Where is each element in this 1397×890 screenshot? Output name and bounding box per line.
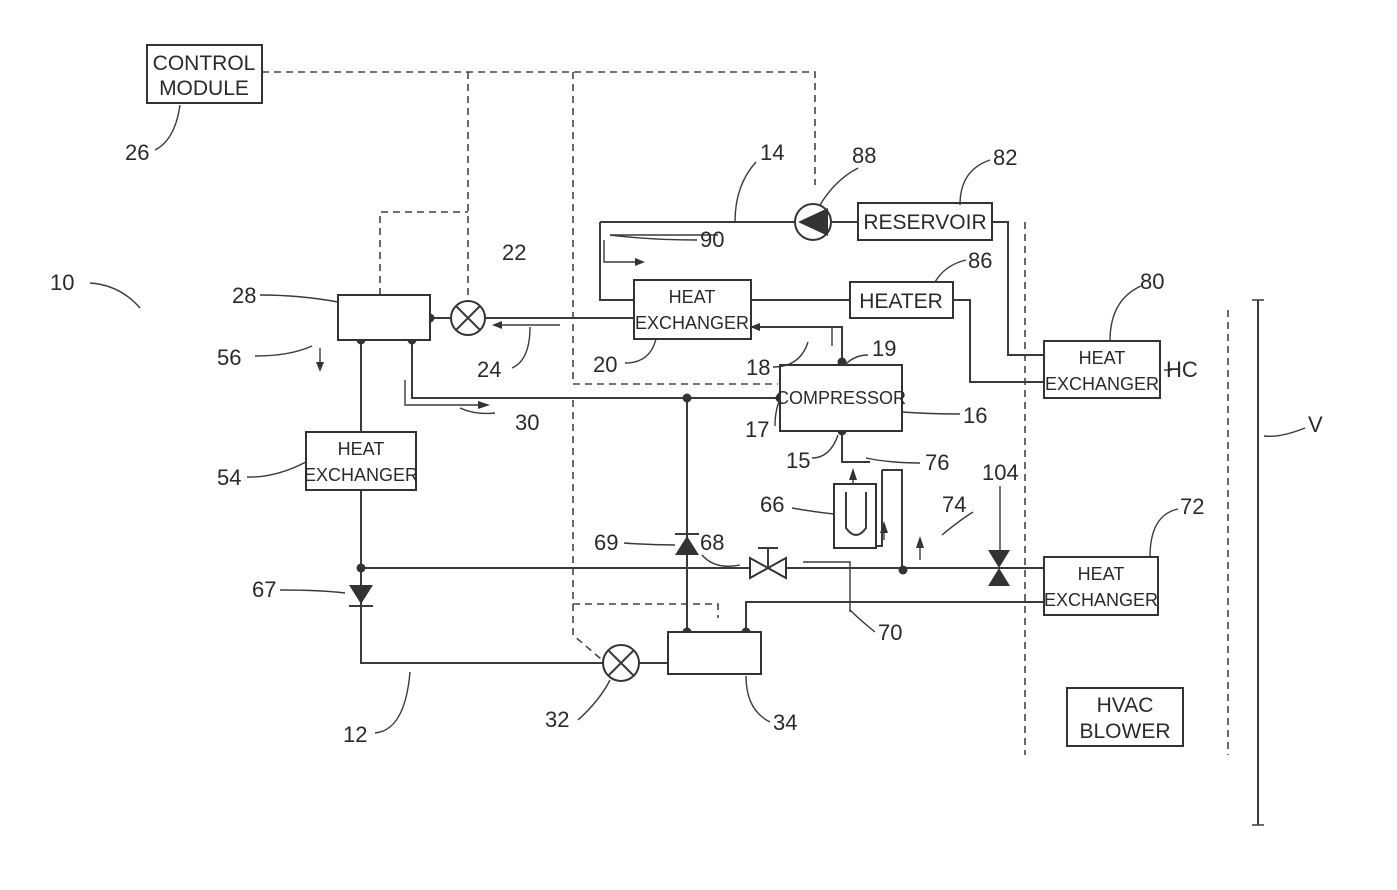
ref-82: 82 — [993, 145, 1017, 170]
hx80-line2: EXCHANGER — [1045, 374, 1159, 394]
hx54-line2: EXCHANGER — [304, 465, 418, 485]
flow-lines — [360, 221, 1044, 664]
expansion-valve-32 — [602, 644, 640, 682]
ref-68: 68 — [700, 530, 724, 555]
hvac-blower-line2: BLOWER — [1079, 720, 1170, 743]
hx80-line1: HEAT — [1079, 348, 1126, 368]
hvac-blower-box: HVAC BLOWER — [1066, 687, 1184, 747]
ref-15: 15 — [786, 448, 810, 473]
ref-19: 19 — [872, 336, 896, 361]
ref-32: 32 — [545, 707, 569, 732]
hx72-line2: EXCHANGER — [1044, 590, 1158, 610]
ref-16: 16 — [963, 403, 987, 428]
ref-hc: HC — [1166, 357, 1198, 382]
vehicle-bracket — [1252, 299, 1264, 826]
flow-arrows — [316, 234, 924, 560]
heater-label: HEATER — [859, 290, 943, 313]
expansion-valve-22 — [450, 300, 486, 336]
ref-70: 70 — [878, 620, 902, 645]
heat-exchanger-80: HEAT EXCHANGER — [1043, 340, 1161, 399]
hx20-line2: EXCHANGER — [635, 313, 749, 333]
ref-88: 88 — [852, 143, 876, 168]
ref-90: 90 — [700, 227, 724, 252]
ref-v: V — [1308, 412, 1323, 437]
compressor-box: COMPRESSOR — [776, 364, 906, 432]
ref-54: 54 — [217, 465, 241, 490]
ref-17: 17 — [745, 417, 769, 442]
ref-80: 80 — [1140, 269, 1164, 294]
leader-lines — [89, 104, 1306, 734]
ref-66: 66 — [760, 492, 784, 517]
ref-26: 26 — [125, 140, 149, 165]
pump-88 — [794, 203, 832, 241]
hx72-line1: HEAT — [1078, 564, 1125, 584]
check-valve-67 — [349, 585, 373, 607]
ref-56: 56 — [217, 345, 241, 370]
accumulator-66 — [833, 483, 877, 549]
heat-exchanger-54: HEAT EXCHANGER — [304, 431, 418, 491]
heat-exchanger-20: HEAT EXCHANGER — [633, 279, 752, 340]
ref-14: 14 — [760, 140, 784, 165]
control-lines — [262, 71, 1229, 755]
shutoff-valve-68 — [749, 547, 787, 580]
ref-74: 74 — [942, 492, 966, 517]
ref-67: 67 — [252, 577, 276, 602]
hvac-blower-line1: HVAC — [1097, 694, 1154, 717]
check-valve-69 — [675, 533, 699, 555]
reference-numerals: 26 10 28 56 22 24 30 14 88 82 90 86 80 1… — [50, 140, 1323, 747]
reservoir-label: RESERVOIR — [863, 211, 986, 234]
compressor-label: COMPRESSOR — [776, 388, 906, 408]
hx54-line1: HEAT — [338, 439, 385, 459]
ref-12: 12 — [343, 722, 367, 747]
ref-69: 69 — [594, 530, 618, 555]
ref-76: 76 — [925, 450, 949, 475]
ref-20: 20 — [593, 352, 617, 377]
accumulator-34 — [667, 631, 762, 675]
control-module-line2: MODULE — [159, 77, 249, 100]
ref-22: 22 — [502, 240, 526, 265]
control-module-line1: CONTROL — [153, 52, 256, 75]
ref-86: 86 — [968, 248, 992, 273]
heater-box: HEATER — [849, 281, 954, 319]
hx20-line1: HEAT — [669, 287, 716, 307]
box-28 — [337, 294, 431, 341]
reservoir-box: RESERVOIR — [857, 202, 993, 241]
ref-72: 72 — [1180, 494, 1204, 519]
ref-24: 24 — [477, 357, 501, 382]
ref-104: 104 — [982, 460, 1019, 485]
control-module-box: CONTROL MODULE — [146, 44, 263, 104]
ref-30: 30 — [515, 410, 539, 435]
ref-10: 10 — [50, 270, 74, 295]
ref-28: 28 — [232, 283, 256, 308]
ref-34: 34 — [773, 710, 797, 735]
ref-18: 18 — [746, 355, 770, 380]
valve-104 — [988, 550, 1010, 586]
heat-exchanger-72: HEAT EXCHANGER — [1043, 556, 1159, 616]
